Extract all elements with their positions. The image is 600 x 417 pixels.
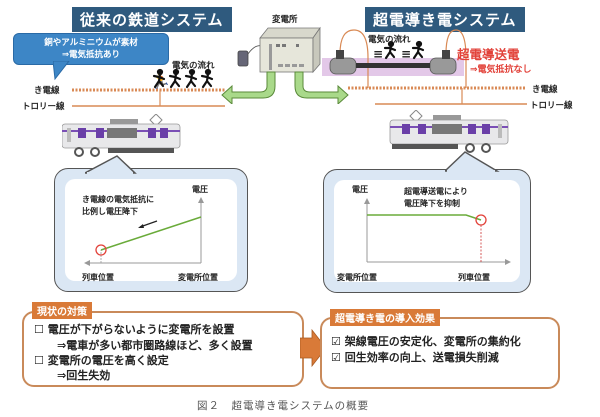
left-train-marker	[95, 244, 107, 256]
measure-item-2-sub: ⇒回生失効	[57, 369, 111, 382]
current-measures-tag: 現状の対策	[32, 302, 92, 319]
left-system-title: 従来の鉄道システム	[72, 7, 232, 32]
sc-transmission-title: 超電導送電	[457, 47, 520, 62]
callout-line1: 銅やアルミニウムが素材	[44, 38, 138, 48]
right-train-icon	[389, 110, 509, 153]
right-annotation-line1: 超電導送電により	[404, 187, 468, 196]
left-panel-tail	[85, 155, 137, 174]
current-measures-box	[22, 311, 304, 387]
effect-item-2: ☑ 回生効率の向上、送電損失削減	[331, 351, 499, 364]
left-annotation-line2: 比例し電圧降下	[82, 207, 138, 216]
callout-tail	[53, 61, 70, 81]
callout-line2: ⇒電気抵抗あり	[61, 50, 121, 60]
right-voltage-line	[367, 214, 482, 221]
checkbox-checked-icon: ☑	[331, 351, 341, 364]
left-trolley-label: トロリー線	[22, 102, 65, 112]
right-annotation-line2: 電圧降下を抑制	[404, 199, 460, 208]
right-trolley-label: トロリー線	[530, 101, 573, 111]
right-x-left-label: 変電所位置	[337, 273, 377, 282]
right-feeder-label: き電線	[532, 85, 558, 95]
left-chart-panel	[54, 168, 248, 292]
substation-label: 変電所	[272, 15, 298, 25]
checkbox-empty-icon: ☐	[34, 354, 44, 367]
left-voltage-line	[100, 216, 202, 251]
superconducting-cable-icon: ≡ ≡	[322, 29, 467, 88]
svg-text:≡: ≡	[401, 47, 411, 61]
right-y-label: 電圧	[352, 185, 368, 194]
effect-item-1: ☑ 架線電圧の安定化、変電所の集約化	[331, 335, 521, 348]
left-train-icon	[62, 114, 181, 157]
left-annotation-line1: き電線の電気抵抗に	[82, 195, 154, 204]
right-chart-panel	[323, 169, 531, 293]
substation-icon	[221, 26, 349, 104]
right-x-right-label: 列車位置	[458, 273, 490, 282]
right-system-title: 超電導き電システム	[365, 7, 525, 32]
runners-icon: 🏃	[150, 68, 214, 90]
sc-transmission-sub: ⇒電気抵抗なし	[470, 65, 532, 75]
left-x-left-label: 列車位置	[82, 273, 114, 282]
left-x-right-label: 変電所位置	[178, 273, 218, 282]
left-feeder-label: き電線	[34, 86, 60, 96]
resistance-callout: 銅やアルミニウムが素材 ⇒電気抵抗あり	[13, 33, 169, 81]
left-y-label: 電圧	[192, 185, 208, 194]
svg-text:≡: ≡	[373, 47, 383, 61]
right-voltage-chart	[364, 198, 511, 265]
right-flow-label: 電気の流れ	[368, 35, 411, 45]
orange-arrow-icon	[300, 328, 327, 368]
effects-box	[320, 317, 560, 389]
figure-caption: 図２ 超電導き電システムの概要	[197, 400, 370, 412]
sc-cable	[356, 63, 430, 68]
right-panel-tail	[445, 151, 500, 172]
left-flow-label: 電気の流れ	[172, 61, 215, 71]
measure-item-1: ☐ 電圧が下がらないように変電所を設置	[34, 323, 235, 336]
left-power-arrow	[221, 71, 276, 104]
right-train-marker	[475, 214, 487, 226]
wires	[72, 86, 527, 107]
effects-tag: 超電導き電の導入効果	[330, 309, 440, 326]
checkbox-checked-icon: ☑	[331, 335, 341, 348]
right-power-arrow	[294, 71, 349, 104]
measure-item-1-sub: ⇒電車が多い都市圏路線ほど、多く設置	[57, 339, 253, 352]
left-voltage-chart	[84, 197, 204, 266]
measure-item-2: ☐ 変電所の電圧を高く設定	[34, 354, 169, 367]
checkbox-empty-icon: ☐	[34, 323, 44, 336]
